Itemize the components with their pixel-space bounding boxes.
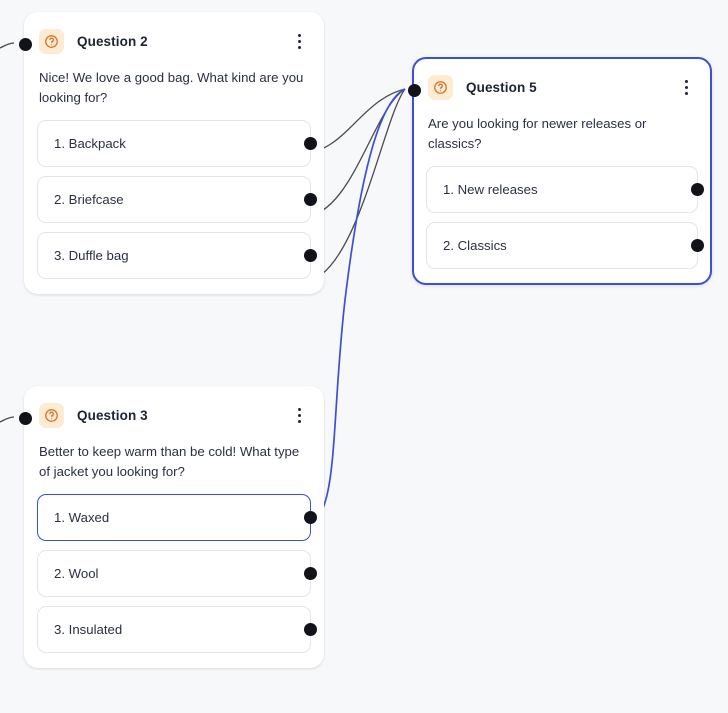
output-port-question-2-2[interactable]: [303, 193, 317, 206]
option-question-3-3[interactable]: 3. Insulated: [37, 606, 317, 653]
kebab-menu-icon[interactable]: [289, 31, 309, 53]
kebab-menu-icon[interactable]: [676, 77, 696, 99]
output-port-question-3-2[interactable]: [303, 567, 317, 580]
kebab-menu-icon[interactable]: [289, 405, 309, 427]
edge-incoming-question-3: [0, 416, 15, 423]
node-question-3[interactable]: Question 3 Better to keep warm than be c…: [18, 386, 324, 668]
output-port-question-2-3[interactable]: [303, 249, 317, 262]
node-question-5[interactable]: Question 5 Are you looking for newer rel…: [407, 57, 712, 285]
option-question-3-2[interactable]: 2. Wool: [37, 550, 317, 597]
question-circle-icon: [39, 403, 64, 428]
question-circle-icon: [39, 29, 64, 54]
options-list-question-5: 1. New releases 2. Classics: [414, 158, 710, 283]
node-question-2[interactable]: Question 2 Nice! We love a good bag. Wha…: [18, 12, 324, 294]
option-label: 1. Waxed: [54, 510, 110, 525]
option-question-2-1[interactable]: 1. Backpack: [37, 120, 317, 167]
option-label: 2. Classics: [443, 238, 507, 253]
input-port-question-3[interactable]: [18, 411, 32, 425]
node-header-question-5: Question 5: [414, 59, 710, 104]
option-label: 3. Duffle bag: [54, 248, 129, 263]
option-label: 2. Briefcase: [54, 192, 124, 207]
input-port-question-5[interactable]: [407, 83, 421, 97]
input-port-question-2[interactable]: [18, 37, 32, 51]
edge-incoming-question-2: [0, 42, 15, 49]
option-label: 3. Insulated: [54, 622, 123, 637]
output-port-question-5-1[interactable]: [690, 183, 704, 196]
option-question-3-1[interactable]: 1. Waxed: [37, 494, 317, 541]
option-label: 1. New releases: [443, 182, 538, 197]
node-header-question-3: Question 3: [25, 387, 323, 432]
option-question-2-2[interactable]: 2. Briefcase: [37, 176, 317, 223]
node-header-question-2: Question 2: [25, 13, 323, 58]
option-label: 1. Backpack: [54, 136, 126, 151]
option-question-5-1[interactable]: 1. New releases: [426, 166, 704, 213]
output-port-question-3-3[interactable]: [303, 623, 317, 636]
node-title-question-5: Question 5: [466, 80, 537, 95]
option-question-2-3[interactable]: 3. Duffle bag: [37, 232, 317, 279]
node-question-text-question-5: Are you looking for newer releases or cl…: [428, 116, 647, 151]
node-title-question-2: Question 2: [77, 34, 148, 49]
option-label: 2. Wool: [54, 566, 99, 581]
options-list-question-3: 1. Waxed 2. Wool 3. Insulated: [25, 486, 323, 667]
node-question-text-question-3: Better to keep warm than be cold! What t…: [39, 444, 300, 479]
node-title-question-3: Question 3: [77, 408, 148, 423]
options-list-question-2: 1. Backpack 2. Briefcase 3. Duffle bag: [25, 112, 323, 293]
question-circle-icon: [428, 75, 453, 100]
node-question-text-question-2: Nice! We love a good bag. What kind are …: [39, 70, 304, 105]
output-port-question-3-1[interactable]: [303, 511, 317, 524]
option-question-5-2[interactable]: 2. Classics: [426, 222, 704, 269]
output-port-question-2-1[interactable]: [303, 137, 317, 150]
output-port-question-5-2[interactable]: [690, 239, 704, 252]
